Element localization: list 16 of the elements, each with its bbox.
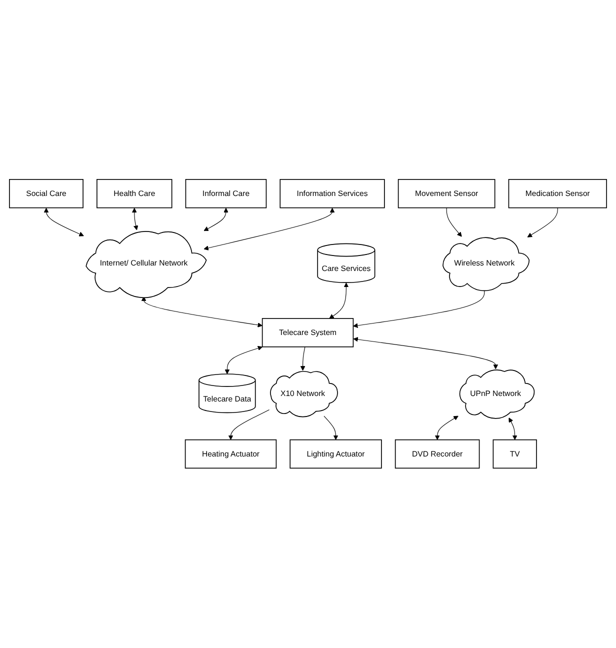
arrow xyxy=(508,418,518,440)
arrow xyxy=(204,208,335,251)
arrow xyxy=(132,208,138,230)
arrow xyxy=(446,208,462,237)
arrow xyxy=(434,416,458,440)
arrow xyxy=(353,337,498,370)
arrow xyxy=(300,346,306,372)
arrow xyxy=(353,290,485,328)
arrow xyxy=(324,416,338,440)
arrow xyxy=(228,410,270,440)
arrow xyxy=(329,282,349,319)
arrow xyxy=(527,208,558,238)
arrow xyxy=(224,346,263,374)
arrow xyxy=(141,296,263,328)
arrow xyxy=(44,208,84,236)
arrow xyxy=(204,208,228,232)
